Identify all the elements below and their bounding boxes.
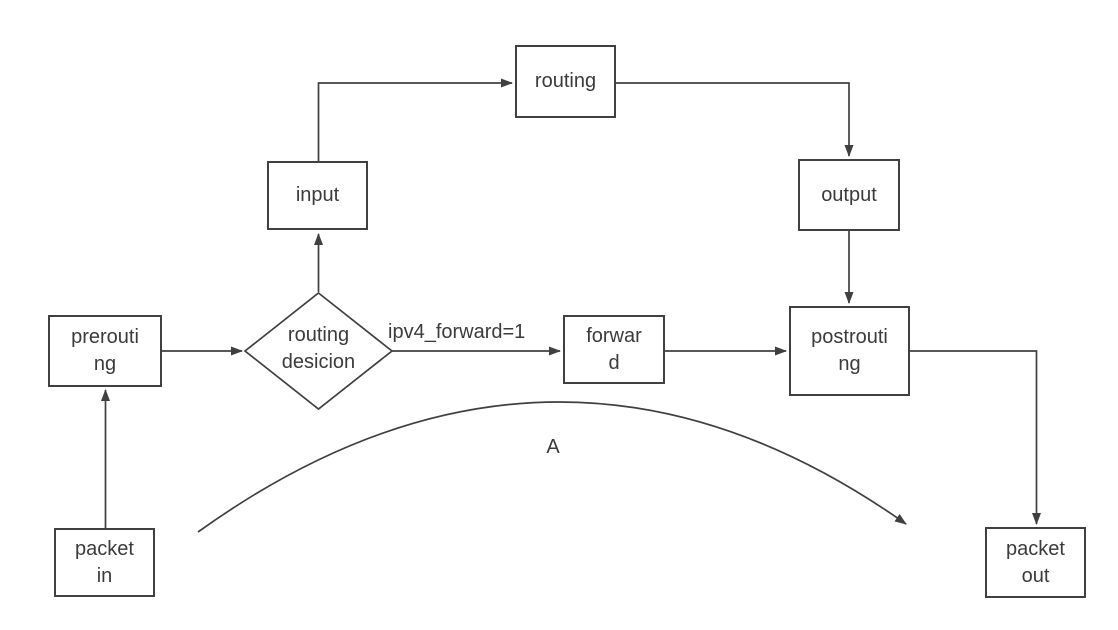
edge-label-ipv4-forward: ipv4_forward=1 bbox=[388, 321, 526, 343]
node-routing-decision-label-line1: routing bbox=[287, 324, 350, 346]
node-packet-out: packet out bbox=[985, 527, 1086, 598]
node-packet-in-label-line1: packet bbox=[75, 537, 134, 560]
node-input: input bbox=[267, 161, 368, 230]
node-postrouting: postrouti ng bbox=[789, 306, 910, 396]
edge-input-to-routing bbox=[317, 78, 513, 161]
node-prerouting-label-line1: prerouti bbox=[71, 326, 139, 348]
node-routing-decision-label-line2: desicion bbox=[281, 351, 356, 373]
edge-postrouting-to-packet-out bbox=[910, 350, 1041, 525]
node-prerouting: prerouti ng bbox=[48, 315, 162, 387]
decision-diamond-shape bbox=[243, 291, 394, 411]
edge-label-curve-a: A bbox=[546, 436, 560, 458]
edge-curve-a bbox=[197, 401, 907, 533]
node-forward-label-line1: forwar bbox=[586, 324, 642, 347]
node-forward: forwar d bbox=[563, 315, 665, 384]
node-output-label: output bbox=[821, 183, 877, 206]
node-postrouting-label-line1: postrouti bbox=[811, 326, 888, 348]
node-routing-decision: routing desicion bbox=[246, 322, 391, 376]
node-output: output bbox=[798, 159, 900, 231]
node-input-label: input bbox=[295, 184, 340, 206]
node-packet-in: packet in bbox=[54, 528, 155, 597]
node-packet-out-label-line1: packet bbox=[1006, 537, 1065, 560]
node-routing: routing bbox=[515, 45, 616, 118]
node-prerouting-label-line2: ng bbox=[93, 353, 117, 375]
node-packet-in-label-line2: in bbox=[96, 564, 113, 587]
node-routing-label: routing bbox=[534, 70, 597, 92]
node-packet-out-label-line2: out bbox=[1021, 564, 1050, 587]
edge-routing-to-output bbox=[616, 82, 854, 157]
node-forward-label-line2: d bbox=[608, 351, 620, 374]
node-postrouting-label-line2: ng bbox=[838, 353, 861, 375]
